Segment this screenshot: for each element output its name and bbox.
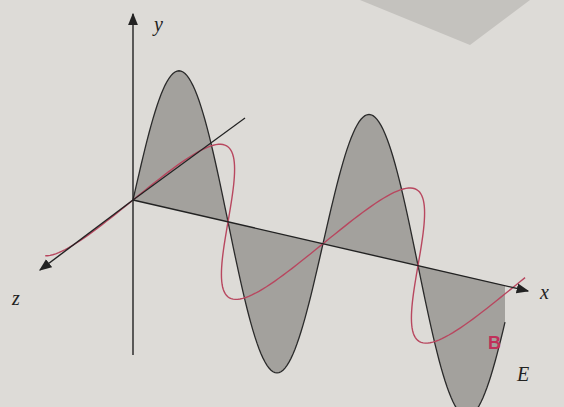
- background-shadow: [360, 0, 530, 45]
- field-label: E: [517, 364, 529, 384]
- e-field-wave: [133, 71, 505, 407]
- field-label: B: [488, 334, 501, 352]
- axis-label: x: [540, 282, 549, 302]
- e-field-fill: [133, 71, 505, 407]
- z-axis: [40, 200, 133, 270]
- y-axis: [132, 14, 133, 355]
- x-axis: [133, 200, 528, 291]
- axis-label: z: [12, 288, 20, 308]
- b-field-wave: [45, 144, 525, 343]
- z-axis-back: [133, 118, 245, 200]
- axis-label: y: [154, 14, 163, 34]
